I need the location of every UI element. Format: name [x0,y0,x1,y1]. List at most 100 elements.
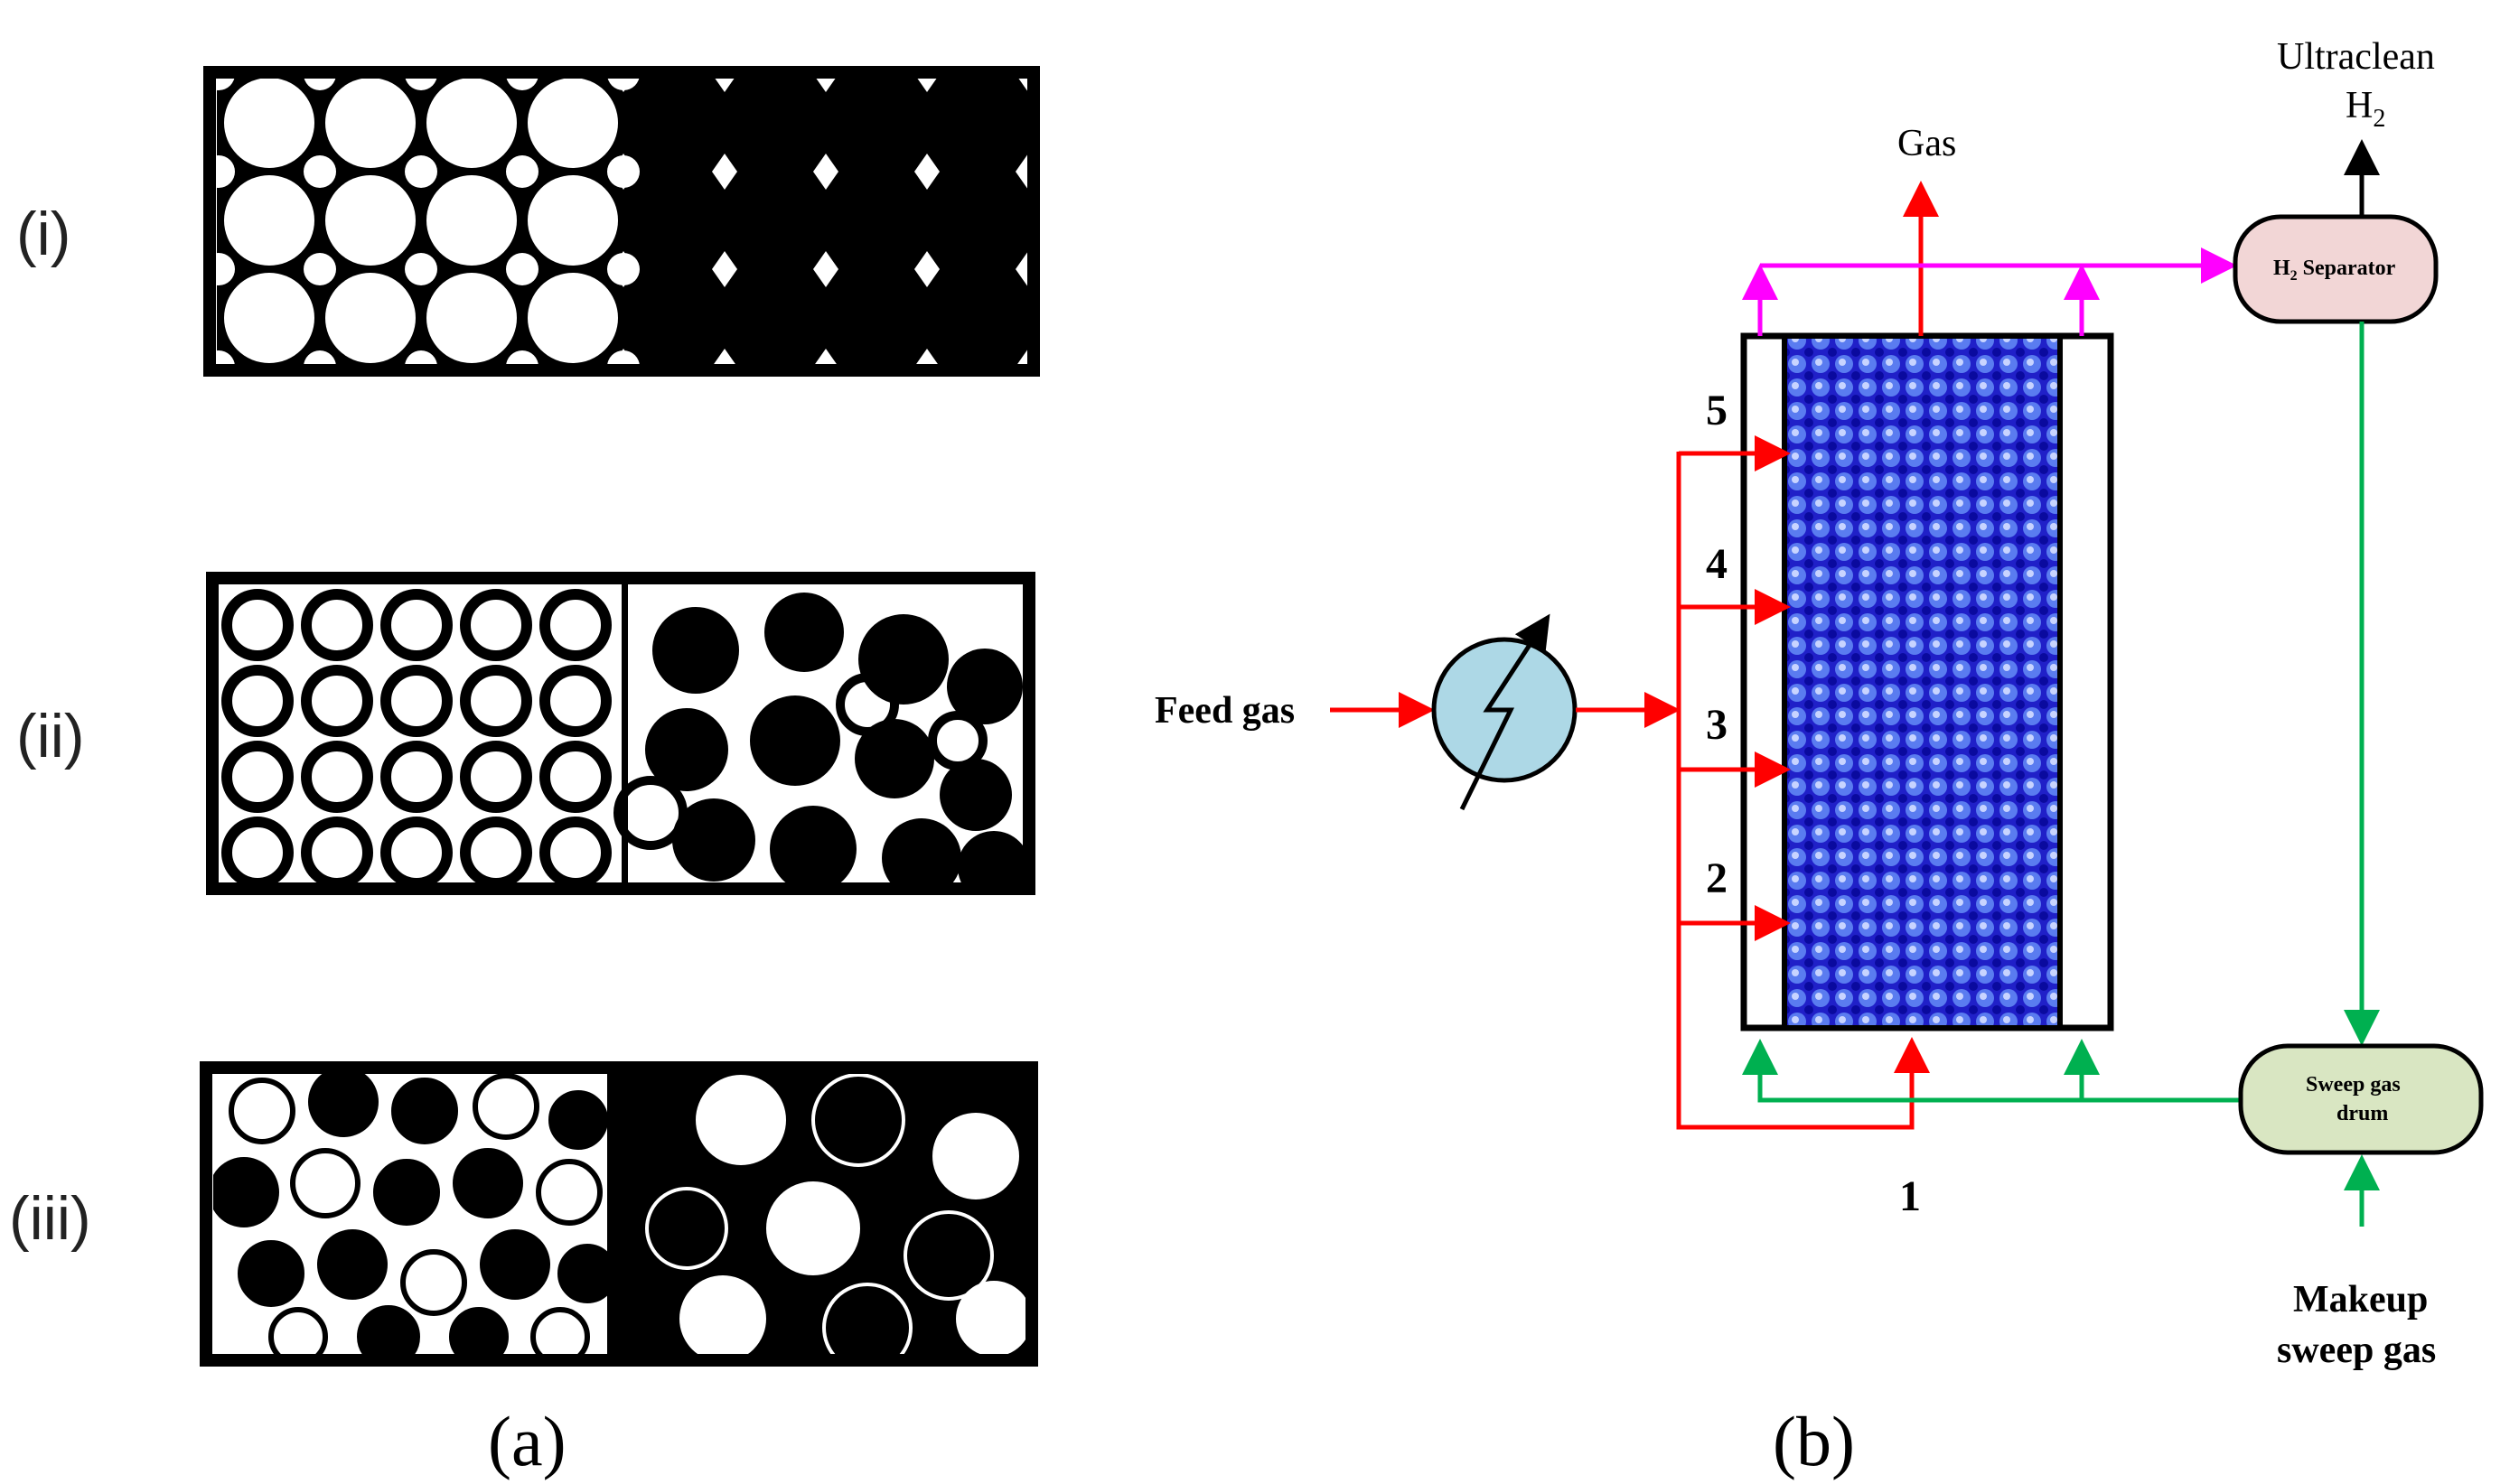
packing-particle [539,665,612,737]
packing-particle [473,1073,539,1140]
void-marker [713,349,736,365]
packing-particle [224,175,314,266]
packing-particle [217,155,235,188]
sweep-line [1742,322,2380,1227]
packing-particle [426,273,517,363]
inlet-4-label: 4 [1706,540,1728,588]
packing-particle [539,817,612,883]
packing-particle [304,78,336,90]
packing-particle [426,175,517,266]
packing-particle [536,1159,603,1226]
packing-particle [221,589,294,661]
packing-particle [557,1244,617,1303]
packing-particle [539,741,612,813]
makeup-label-line1: Makeup [2293,1279,2428,1321]
packing-particle [770,806,857,883]
packing-block-iii [213,1073,1026,1355]
packing-particle [506,155,538,188]
packing-particle [213,1157,279,1227]
packing-particle [380,589,453,661]
packing-particle [380,741,453,813]
packing-particle [405,78,437,90]
svg-text:H2 Separator: H2 Separator [2273,257,2396,284]
packing-particle [301,665,373,737]
packing-particle [764,593,844,672]
packing-particle [932,1113,1019,1199]
h2-product-label: H2 [2346,85,2385,133]
packing-particle [224,273,314,363]
packing-particle [947,649,1023,724]
void-marker [612,349,635,365]
void-marker [1016,251,1028,287]
packing-particle [304,155,336,188]
label-i: (i) [16,200,70,268]
caption-b: (b) [1773,1402,1855,1480]
packing-particle [325,175,416,266]
packing-particle [645,1187,728,1270]
panel-a: (i) (ii) (iii) (a) [9,66,1040,1480]
packing-particle [460,589,532,661]
makeup-label-line2: sweep gas [2277,1330,2436,1371]
inlet-2-label: 2 [1706,854,1728,902]
packing-particle [221,665,294,737]
packing-particle [460,665,532,737]
void-marker [815,78,837,92]
packing-particle [539,589,612,661]
heat-exchanger-icon [1431,613,1578,811]
packing-particle [301,817,373,883]
packing-particle [221,817,294,883]
void-marker [611,154,636,190]
packing-particle [301,589,373,661]
packing-particle [822,1283,913,1355]
void-marker [611,251,636,287]
inlet-1-label: 1 [1899,1172,1921,1220]
void-marker [1016,349,1028,365]
packing-particle [426,78,517,168]
packing-particle [405,253,437,285]
packing-particle [308,1073,379,1137]
void-marker [613,78,634,92]
void-marker [914,154,940,190]
packing-particle [956,1281,1026,1355]
void-marker [813,154,838,190]
svg-text:drum: drum [2336,1102,2388,1125]
packing-particle [506,350,538,365]
packing-particle [405,350,437,365]
packing-particle [380,817,453,883]
packing-particle [449,1307,509,1355]
packing-particle [301,741,373,813]
packing-particle [268,1307,328,1355]
packing-particle [928,711,988,770]
packing-particle [304,253,336,285]
inlet-3-label: 3 [1706,701,1728,749]
void-marker [814,349,838,365]
packing-particle [855,719,934,798]
packing-particle [506,78,538,90]
void-marker [714,78,735,92]
packing-particle [224,78,314,168]
packing-particle [221,741,294,813]
packing-particle [750,695,840,786]
void-marker [1016,154,1028,190]
packing-particle [958,831,1024,883]
packing-particle [528,78,618,168]
packing-particle [304,350,336,365]
label-iii: (iii) [9,1184,91,1253]
packing-particle [229,1078,295,1144]
packing-particle [460,741,532,813]
packing-particle [882,818,961,883]
void-marker [916,78,938,92]
packing-particle [380,665,453,737]
packing-particle [325,273,416,363]
packing-particle [217,253,235,285]
packing-particle [317,1229,388,1300]
packing-particle [940,759,1012,831]
panel-b: Feed gas 5 4 3 2 1 Gas [1155,36,2484,1480]
packing-particle [679,1275,766,1355]
packing-block-ii [220,583,1024,883]
packing-particle [811,1073,905,1167]
inlet-5-label: 5 [1706,387,1728,434]
packing-particle [672,798,755,882]
packing-particle [652,607,739,694]
packing-particle [217,78,235,90]
